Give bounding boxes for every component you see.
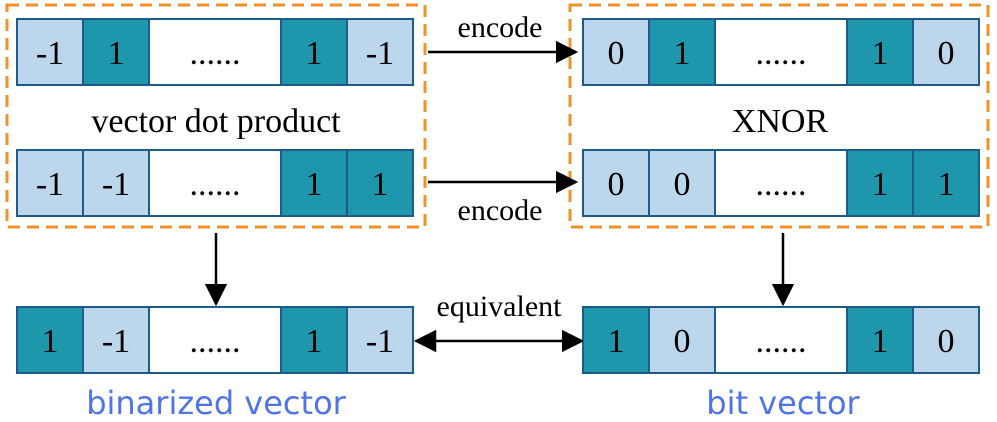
bottom-right-vector: 0 0...... 1 1 [582,149,980,217]
vector-cell-value: 1 [372,166,389,203]
vector-cell [912,18,980,86]
vector-cell [714,149,848,217]
vector-cell-value: -1 [102,323,130,360]
vector-cell [912,149,980,217]
vector-cell-value: -1 [36,35,64,72]
vector-cell-value: 0 [608,166,625,203]
vector-cell [346,149,414,217]
vector-cell-value: ...... [190,166,241,203]
vector-cell-value: 1 [938,166,955,203]
vector-cell [846,306,914,374]
vector-cell [714,306,848,374]
vector-cell-value: 1 [872,35,889,72]
vector-cell-value: -1 [366,323,394,360]
vector-cell [846,149,914,217]
binarized-vector: 1 -1...... 1 -1 [16,306,414,374]
vector-cell-value: -1 [36,166,64,203]
vector-cell [648,149,716,217]
vector-dot-product-label: vector dot product [91,103,341,140]
vector-cell [82,18,150,86]
bit-vector: 1 0...... 1 0 [582,306,980,374]
vector-cell-value: 1 [306,323,323,360]
vector-cell-value: 1 [608,323,625,360]
vector-cell-value: 1 [872,323,889,360]
vector-cell-value: 1 [674,35,691,72]
vector-cell [648,306,716,374]
vector-cell [16,149,84,217]
vector-cell-value: ...... [756,35,807,72]
vector-cell [280,18,348,86]
bottom-left-vector: -1 -1...... 1 1 [16,149,414,217]
vector-cell-value: ...... [190,35,241,72]
vector-cell [148,306,282,374]
vector-cell [582,306,650,374]
vector-cell-value: ...... [190,323,241,360]
encode-top-label: encode [458,11,543,44]
vector-cell [912,306,980,374]
vector-cell [582,149,650,217]
vector-cell [346,18,414,86]
vector-cell [582,18,650,86]
bit-vector-caption: bit vector [706,384,860,422]
xnor-label: XNOR [732,103,829,140]
vector-cell [280,149,348,217]
vector-cell [16,306,84,374]
vector-cell-value: 1 [306,35,323,72]
vector-cell [346,306,414,374]
vector-cell [16,18,84,86]
top-right-vector: 0 1...... 1 0 [582,18,980,86]
vector-cell-value: 1 [42,323,59,360]
encode-bottom-label: encode [458,194,543,227]
vector-cell [82,306,150,374]
vector-cell-value: ...... [756,323,807,360]
vector-cell-value: 0 [608,35,625,72]
vector-cell-value: -1 [102,166,130,203]
right-dashed-frame [568,3,990,229]
vector-cell-value: 0 [938,323,955,360]
vector-cell-value: 1 [872,166,889,203]
vector-cell [714,18,848,86]
binarized-vector-caption: binarized vector [86,384,346,422]
vector-cell [648,18,716,86]
vector-cell-value: -1 [366,35,394,72]
vector-cell-value: 0 [674,323,691,360]
left-dashed-frame [5,3,427,229]
vector-cell [148,149,282,217]
vector-cell-value: 1 [306,166,323,203]
vector-cell-value: 1 [108,35,125,72]
vector-cell [82,149,150,217]
vector-cell-value: 0 [938,35,955,72]
equivalent-label: equivalent [437,290,563,323]
vector-cell-value: ...... [756,166,807,203]
top-left-vector: -1 1...... 1 -1 [16,18,414,86]
vector-cell-value: 0 [674,166,691,203]
